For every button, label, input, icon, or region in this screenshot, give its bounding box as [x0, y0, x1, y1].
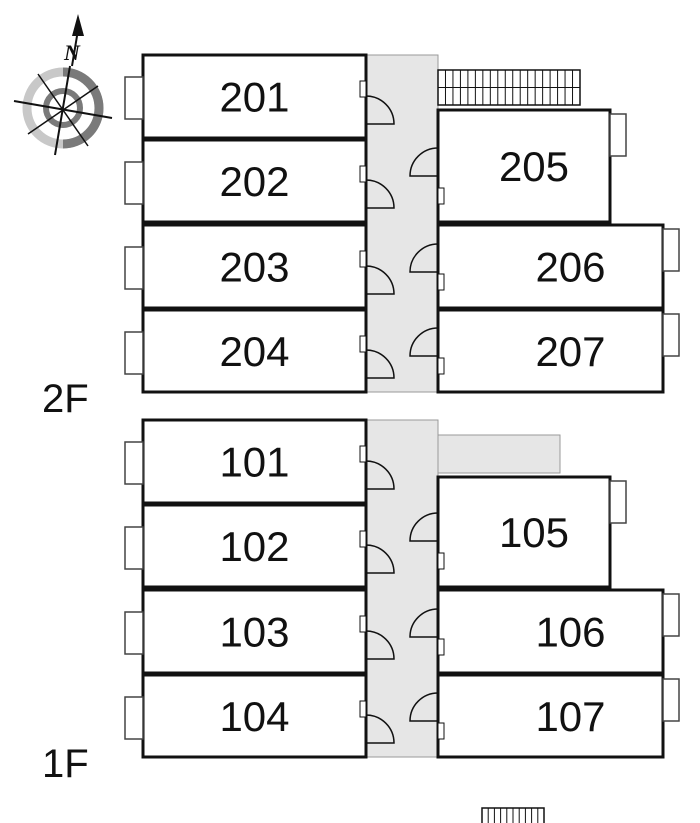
room-205: 205 — [409, 108, 627, 224]
room-102: 102 — [124, 503, 395, 589]
room-202: 202 — [124, 138, 395, 224]
floor-label: 1F — [42, 742, 89, 786]
balcony — [662, 228, 680, 272]
compass-inner-ring — [43, 88, 83, 128]
room-number: 202 — [219, 158, 289, 205]
room-number: 201 — [219, 74, 289, 121]
door-swing — [365, 460, 395, 490]
room-number: 104 — [219, 693, 289, 740]
floor-2f: 201 202 203 204 205 206 207 2F — [42, 53, 680, 421]
stairs — [481, 807, 545, 823]
door-swing — [365, 95, 395, 125]
meter-box — [359, 250, 367, 268]
balcony — [124, 76, 144, 120]
room-number: 101 — [219, 439, 289, 486]
meter-box — [359, 445, 367, 463]
meter-box — [359, 615, 367, 633]
door-swing — [365, 630, 395, 660]
room-wall — [436, 673, 665, 759]
room-wall — [436, 475, 612, 589]
room-number: 103 — [219, 609, 289, 656]
room-wall — [141, 588, 368, 675]
corridor — [365, 54, 439, 393]
room-number: 203 — [219, 244, 289, 291]
room-103: 103 — [124, 588, 395, 675]
meter-box — [437, 187, 445, 205]
room-number: 107 — [535, 693, 605, 740]
door-swing — [409, 147, 439, 177]
room-206: 206 — [409, 223, 680, 310]
meter-box — [437, 357, 445, 375]
door-swing — [409, 692, 439, 722]
door-swing — [409, 608, 439, 638]
compass-line — [54, 65, 71, 156]
north-arrow-icon — [72, 14, 84, 36]
room-203: 203 — [124, 223, 395, 310]
meter-box — [359, 335, 367, 353]
meter-box — [359, 80, 367, 98]
meter-box — [437, 638, 445, 656]
north-arrow-shaft — [71, 29, 79, 67]
meter-box — [437, 552, 445, 570]
balcony — [124, 246, 144, 290]
balcony — [609, 113, 627, 157]
balcony — [124, 696, 144, 740]
floor-1f: 101 102 103 104 105 106 107 1F — [42, 418, 680, 823]
balcony — [124, 526, 144, 570]
meter-box — [437, 273, 445, 291]
stairs — [437, 69, 581, 106]
balcony — [662, 593, 680, 637]
meter-box — [359, 165, 367, 183]
room-number: 207 — [535, 328, 605, 375]
balcony — [662, 678, 680, 722]
balcony — [124, 161, 144, 205]
room-wall — [141, 418, 368, 505]
room-number: 102 — [219, 523, 289, 570]
compass: N — [13, 14, 113, 156]
corridor — [365, 419, 439, 758]
room-wall — [436, 588, 665, 675]
north-label: N — [63, 40, 81, 65]
room-number: 205 — [499, 143, 569, 190]
door-swing — [409, 327, 439, 357]
door-swing — [365, 349, 395, 379]
door-swing — [365, 544, 395, 574]
room-wall — [436, 108, 612, 224]
door-swing — [409, 512, 439, 542]
door-swing — [409, 243, 439, 273]
room-104: 104 — [124, 673, 395, 759]
compass-outer-ring-dark — [62, 67, 104, 149]
room-106: 106 — [409, 588, 680, 675]
balcony — [609, 480, 627, 524]
room-number: 105 — [499, 509, 569, 556]
balcony — [124, 331, 144, 375]
floor-label: 2F — [42, 377, 89, 421]
room-number: 206 — [535, 244, 605, 291]
room-207: 207 — [409, 308, 680, 394]
room-number: 106 — [535, 609, 605, 656]
room-201: 201 — [124, 53, 395, 140]
room-wall — [141, 138, 368, 224]
balcony — [124, 611, 144, 655]
meter-box — [359, 700, 367, 718]
door-swing — [365, 714, 395, 744]
door-swing — [365, 265, 395, 295]
meter-box — [437, 722, 445, 740]
balcony — [662, 313, 680, 357]
room-101: 101 — [124, 418, 395, 505]
balcony — [124, 441, 144, 485]
meter-box — [359, 530, 367, 548]
room-105: 105 — [409, 475, 627, 589]
corridor-extension — [437, 434, 561, 474]
room-107: 107 — [409, 673, 680, 759]
room-204: 204 — [124, 308, 395, 394]
room-number: 204 — [219, 328, 289, 375]
door-swing — [365, 179, 395, 209]
room-wall — [436, 308, 665, 394]
